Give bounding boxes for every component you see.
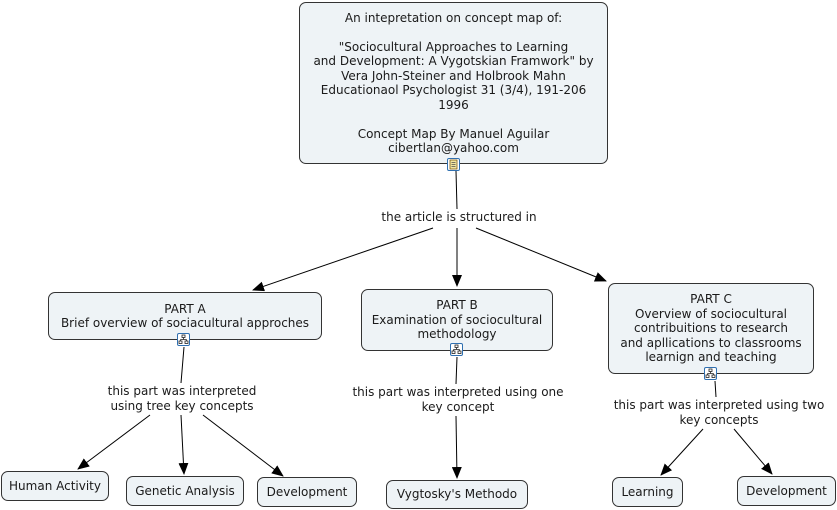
concept-human-activity[interactable]: Human Activity: [1, 471, 109, 501]
link-root-to-phrase: [455, 170, 458, 210]
text-line: learnign and teaching: [645, 350, 777, 365]
link-part-a-to-human-activity: [77, 414, 151, 470]
concept-vygotsky-methodo[interactable]: Vygtosky's Methodo: [386, 480, 528, 509]
concept-genetic-analysis[interactable]: Genetic Analysis: [126, 476, 244, 506]
link-phrase-to-part-c: [475, 227, 607, 282]
text-line: this part was interpreted using two: [613, 398, 825, 412]
link-part-c-to-phrase: [714, 380, 717, 398]
text-line: Overview of sociocultural: [634, 306, 788, 321]
text-line: Examination of sociocultural: [371, 312, 543, 327]
concept-map-resource-icon[interactable]: [450, 343, 463, 356]
text-line: Concept Map By Manuel Aguilar: [357, 126, 550, 141]
root-concept[interactable]: An intepretation on concept map of: "Soci…: [299, 2, 608, 164]
link-part-c-to-learning: [660, 428, 704, 476]
text-line: key concepts: [679, 413, 759, 427]
concept-map-resource-icon[interactable]: [177, 333, 190, 346]
text-line: PART C: [690, 292, 732, 307]
text-line: this part was interpreted using one: [352, 385, 564, 399]
concept-map-resource-icon[interactable]: [704, 367, 717, 380]
root-linking-phrase: the article is structured in: [371, 210, 547, 225]
link-part-a-to-phrase: [180, 346, 185, 384]
link-part-a-to-genetic-analysis: [178, 414, 189, 475]
text-line: and Development: A Vygotskian Framwork" …: [313, 54, 594, 68]
text-line: using tree key concepts: [110, 399, 254, 413]
link-part-c-to-development: [733, 428, 773, 475]
text-line: this part was interpreted: [107, 384, 257, 398]
concept-development-c[interactable]: Development: [737, 476, 836, 506]
text-line: 1996: [438, 97, 469, 112]
concept-learning[interactable]: Learning: [612, 477, 683, 507]
text-line: An intepretation on concept map of:: [344, 10, 563, 25]
text-line: Brief overview of sociacultural approche…: [60, 316, 310, 330]
link-part-b-to-vygotsky: [451, 415, 462, 479]
text-line: and apllications to classrooms: [620, 335, 802, 350]
text-line: methodology: [417, 327, 497, 342]
text-line: PART A: [164, 301, 206, 316]
document-resource-icon[interactable]: [447, 158, 460, 171]
link-phrase-to-part-a: [252, 227, 434, 292]
text-line: PART B: [436, 298, 478, 313]
link-part-b-to-phrase: [455, 356, 458, 385]
text-line: contribuitions to research: [634, 321, 788, 336]
link-part-a-to-development: [202, 414, 284, 477]
concept-development-a[interactable]: Development: [257, 477, 357, 507]
text-line: "Sociocultural Approaches to Learning: [338, 39, 569, 54]
text-line: Educationaol Psychologist 31 (3/4), 191-…: [320, 83, 587, 97]
text-line: key concept: [421, 400, 495, 414]
text-line: cibertlan@yahoo.com: [388, 141, 519, 155]
text-line: Vera John-Steiner and Holbrook Mahn: [341, 68, 566, 83]
